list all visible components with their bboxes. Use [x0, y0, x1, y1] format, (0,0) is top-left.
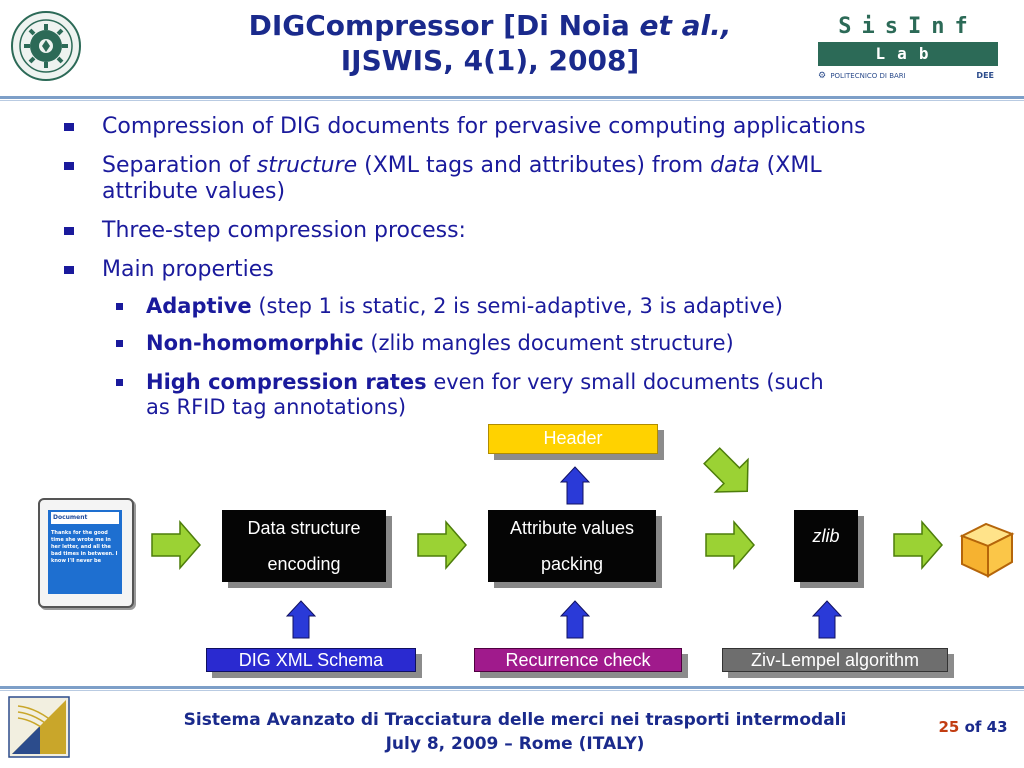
- title-line2: IJSWIS, 4(1), 2008]: [340, 44, 640, 77]
- bullet-marker: [64, 123, 74, 131]
- step2-line2: packing: [540, 554, 604, 574]
- step2-line1: Attribute values: [509, 518, 635, 538]
- document-card-inner: Document Thanks for the good time she wr…: [48, 510, 122, 594]
- politecnico-text: POLITECNICO DI BARI: [830, 72, 906, 80]
- footer-line1: Sistema Avanzato di Tracciatura delle me…: [183, 710, 847, 730]
- bullet-2-mid: (XML tags and attributes) from: [357, 153, 711, 178]
- bullet-1-text: Compression of DIG documents for pervasi…: [102, 114, 866, 139]
- step3-box: zlib: [794, 510, 858, 582]
- sisinf-lab-logo: SisInf Lab ⚙ POLITECNICO DI BARI DEE: [818, 14, 998, 84]
- left-logo-seal: [10, 10, 82, 82]
- up-arrow-step3: [812, 600, 842, 639]
- bullet-3: Three-step compression process:: [102, 218, 466, 244]
- step1-box: Data structure encoding: [222, 510, 386, 582]
- up-arrow-step2: [560, 600, 590, 639]
- sisinf-logo-text: SisInf: [838, 14, 978, 39]
- sub-bullet-1-rest: (step 1 is static, 2 is semi-adaptive, 3…: [251, 294, 783, 318]
- bullet-3-text: Three-step compression process:: [102, 218, 466, 243]
- step3-label: zlib: [812, 526, 840, 546]
- recurrence-check-box: Recurrence check: [474, 648, 682, 672]
- bullet-marker: [64, 266, 74, 274]
- bullet-4: Main properties: [102, 257, 274, 283]
- page-total: 43: [986, 718, 1008, 736]
- bullet-2-line2: attribute values): [102, 179, 286, 204]
- page-current: 25: [938, 718, 960, 736]
- compressed-package-icon: [959, 522, 1015, 578]
- sub-bullet-2: Non-homomorphic (zlib mangles document s…: [146, 331, 734, 356]
- page-number: 25 of 43: [932, 718, 1014, 736]
- bullet-2-post: (XML: [759, 153, 822, 178]
- bullet-4-text: Main properties: [102, 257, 274, 282]
- politecnico-row: ⚙ POLITECNICO DI BARI DEE: [818, 70, 998, 82]
- step1-line1: Data structure: [247, 518, 361, 538]
- sub-bullet-marker: [116, 379, 123, 386]
- dee-text: DEE: [976, 71, 994, 80]
- footer-divider: [0, 686, 1024, 689]
- up-arrow-header: [560, 466, 590, 505]
- sub-bullet-1-bold: Adaptive: [146, 294, 252, 318]
- sub-bullet-2-bold: Non-homomorphic: [146, 331, 364, 355]
- sub-bullet-marker: [116, 340, 123, 347]
- document-card-body: Thanks for the good time she wrote me in…: [51, 530, 118, 564]
- dig-xml-schema-box: DIG XML Schema: [206, 648, 416, 672]
- dig-xml-schema-label: DIG XML Schema: [238, 650, 384, 670]
- flow-arrow-1: [151, 520, 201, 570]
- sat-logo: [8, 696, 70, 758]
- university-seal-icon: [11, 11, 81, 81]
- step2-box: Attribute values packing: [488, 510, 656, 582]
- title-italic: et al.,: [639, 9, 732, 42]
- bullet-2-em-data: data: [710, 153, 760, 178]
- header-box: Header: [488, 424, 658, 454]
- up-arrow-step1: [286, 600, 316, 639]
- document-card-title: Document: [51, 512, 119, 524]
- flow-arrow-3: [705, 520, 755, 570]
- footer-divider-thin: [0, 690, 1024, 691]
- ziv-lempel-box: Ziv-Lempel algorithm: [722, 648, 948, 672]
- sub-bullet-1: Adaptive (step 1 is static, 2 is semi-ad…: [146, 294, 783, 319]
- ziv-lempel-label: Ziv-Lempel algorithm: [750, 650, 920, 670]
- step1-line2: encoding: [267, 554, 341, 574]
- bullet-marker: [64, 227, 74, 235]
- sat-logo-icon: [8, 696, 70, 758]
- bullet-1: Compression of DIG documents for pervasi…: [102, 114, 866, 140]
- bullet-2: Separation of structure (XML tags and at…: [102, 153, 962, 205]
- lab-logo-text: Lab: [818, 42, 998, 66]
- header-box-label: Header: [543, 428, 603, 448]
- document-card: Document Thanks for the good time she wr…: [38, 498, 134, 608]
- sub-bullet-3-line2: as RFID tag annotations): [146, 395, 407, 419]
- bullet-2-em-structure: structure: [256, 153, 358, 178]
- sub-bullet-3: High compression rates even for very sma…: [146, 370, 986, 420]
- flow-arrow-2: [417, 520, 467, 570]
- bullet-marker: [64, 162, 74, 170]
- slide-title: DIGCompressor [Di Noia et al., IJSWIS, 4…: [180, 8, 800, 78]
- recurrence-check-label: Recurrence check: [505, 650, 651, 670]
- gear-icon: ⚙: [818, 71, 827, 81]
- footer-line2: July 8, 2009 – Rome (ITALY): [385, 734, 645, 754]
- diagonal-flow-arrow: [703, 447, 749, 493]
- header-divider: [0, 96, 1024, 99]
- header-divider-thin: [0, 100, 1024, 101]
- bullet-2-pre: Separation of: [102, 153, 257, 178]
- sub-bullet-2-rest: (zlib mangles document structure): [363, 331, 734, 355]
- sub-bullet-3-bold: High compression rates: [146, 370, 427, 394]
- page-separator: of: [959, 718, 987, 736]
- flow-arrow-4: [893, 520, 943, 570]
- title-text: DIGCompressor [Di Noia: [248, 9, 640, 42]
- sub-bullet-marker: [116, 303, 123, 310]
- sub-bullet-3-rest: even for very small documents (such: [426, 370, 824, 394]
